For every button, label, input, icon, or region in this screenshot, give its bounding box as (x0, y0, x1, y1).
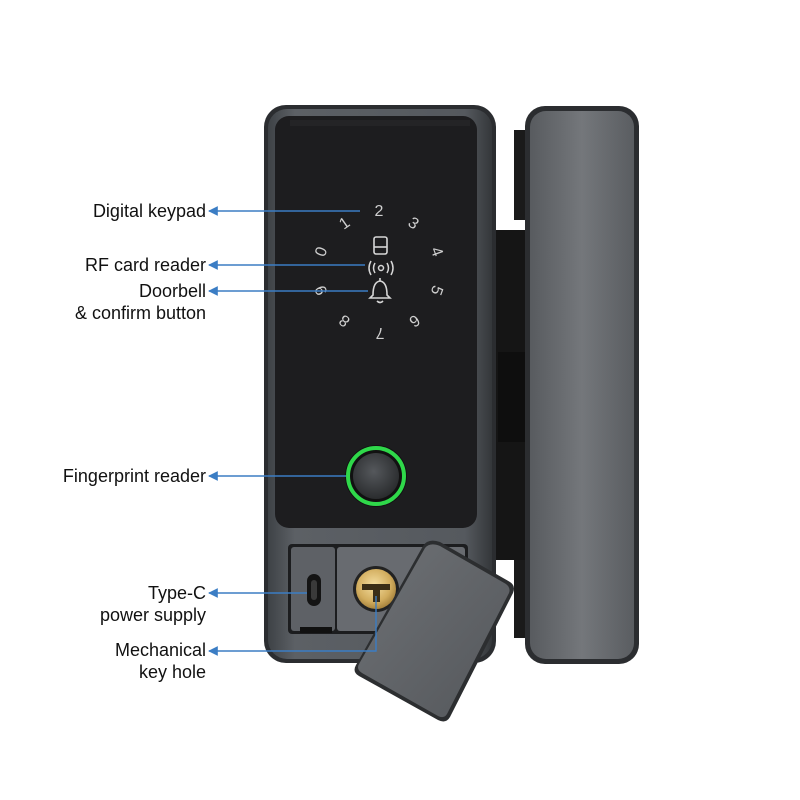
rf-card (354, 540, 514, 722)
keypad-digit-7[interactable]: 7 (375, 324, 384, 341)
leader-lines (208, 206, 377, 656)
bell-icon (368, 278, 392, 304)
label-mechanical-key-hole: Mechanical key hole (114, 640, 206, 682)
door-handle (492, 106, 639, 664)
label-rf-card-reader: RF card reader (84, 255, 206, 275)
rf-wave-icon (368, 260, 394, 276)
label-doorbell-confirm: Doorbell & confirm button (74, 281, 206, 323)
usb-c-port[interactable] (307, 574, 321, 606)
label-type-c-power: Type-C power supply (99, 583, 206, 625)
card-icon (373, 236, 388, 255)
keypad-digit-2[interactable]: 2 (375, 203, 384, 220)
label-digital-keypad: Digital keypad (92, 201, 206, 221)
label-fingerprint-reader: Fingerprint reader (62, 466, 206, 486)
fingerprint-reader[interactable] (345, 445, 407, 507)
leader-keyhole (208, 596, 377, 656)
